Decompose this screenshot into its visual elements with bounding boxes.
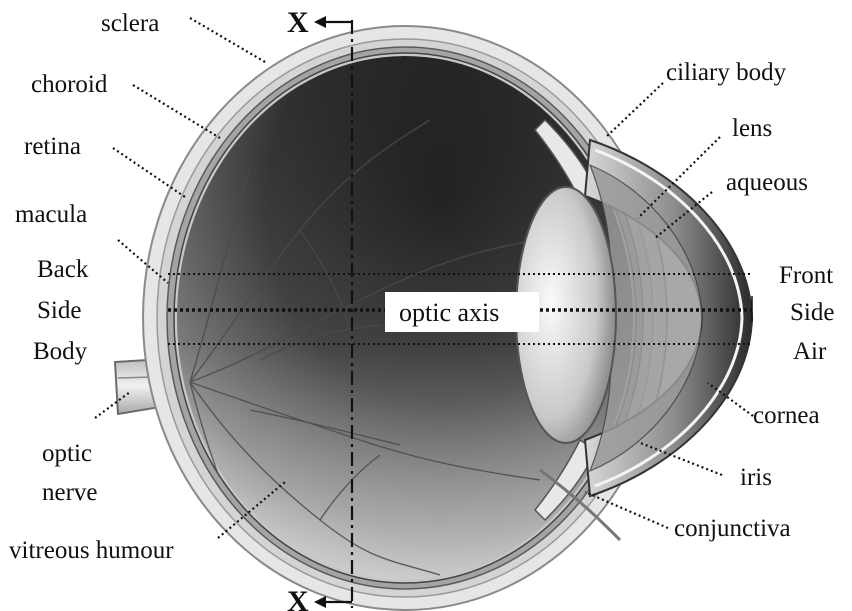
label-front: Front [779, 262, 833, 289]
label-body: Body [33, 338, 88, 365]
label-sclera: sclera [101, 10, 159, 37]
label-retina: retina [24, 133, 81, 160]
label-iris: iris [740, 464, 772, 491]
label-ciliary-body: ciliary body [666, 59, 787, 86]
label-nerve: nerve [42, 479, 98, 506]
label-side-right: Side [790, 299, 834, 326]
label-macula: macula [15, 201, 87, 228]
label-optic-axis: optic axis [399, 298, 499, 327]
label-conjunctiva: conjunctiva [674, 515, 791, 542]
label-vitreous-humour: vitreous humour [9, 537, 174, 564]
label-optic: optic [42, 440, 92, 467]
label-x-bottom: X [287, 585, 309, 611]
label-choroid: choroid [31, 71, 108, 98]
label-back: Back [37, 256, 89, 283]
label-lens: lens [732, 115, 772, 142]
label-air: Air [793, 338, 827, 365]
label-cornea: cornea [753, 402, 820, 429]
label-aqueous: aqueous [726, 169, 808, 196]
label-x-top: X [287, 6, 309, 39]
label-side-left: Side [37, 297, 81, 324]
